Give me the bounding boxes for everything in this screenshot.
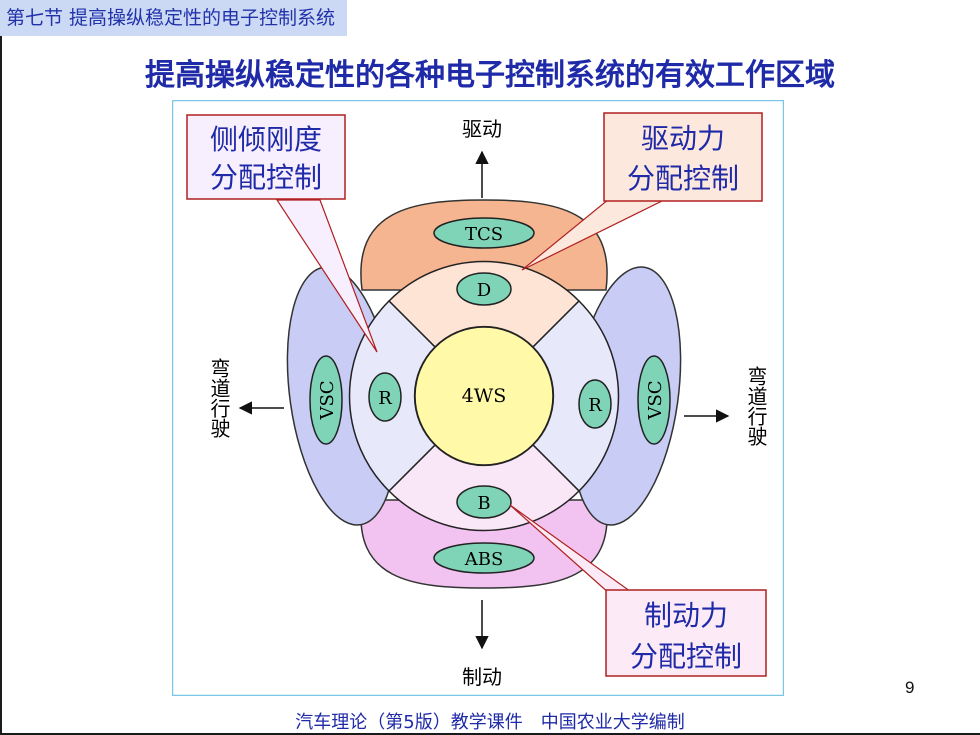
right-r-label: R (588, 395, 602, 416)
b-label: B (477, 493, 490, 514)
callout-brake-box (605, 589, 767, 677)
direction-drive: 驱动 (462, 117, 502, 141)
bottom-rule (0, 733, 980, 735)
tcs-label: TCS (465, 224, 503, 245)
left-r-label: R (378, 388, 392, 409)
right-r-ellipse (578, 379, 612, 429)
callout-roll-box (186, 114, 346, 200)
center-4ws-circle (414, 326, 554, 466)
callout-brake-line1: 制动力 (644, 599, 728, 632)
center-4ws-label: 4WS (462, 385, 507, 407)
left-rule (0, 36, 2, 735)
left-vsc-ellipse (309, 355, 343, 445)
callout-drive-line2: 分配控制 (627, 162, 739, 195)
slide-title: 提高操纵稳定性的各种电子控制系统的有效工作区域 (145, 58, 835, 93)
d-ellipse (456, 272, 512, 306)
callout-roll-line1: 侧倾刚度 (210, 123, 322, 156)
left-vsc-label: VSC (317, 380, 338, 420)
d-label: D (477, 280, 491, 301)
direction-cornering-right: 弯道行驶 (744, 366, 768, 446)
callout-drive-box (603, 112, 763, 202)
callout-drive-line1: 驱动力 (641, 122, 725, 155)
callout-brake-line2: 分配控制 (630, 640, 742, 673)
direction-brake: 制动 (462, 665, 502, 689)
page-number: 9 (905, 678, 915, 697)
left-r-ellipse (368, 372, 402, 422)
abs-label: ABS (464, 549, 504, 570)
tcs-ellipse (433, 217, 535, 249)
right-vsc-ellipse (637, 355, 671, 445)
footer-credit: 汽车理论（第5版）教学课件 中国农业大学编制 (295, 712, 685, 733)
b-ellipse (456, 485, 512, 519)
callout-roll-line2: 分配控制 (210, 161, 322, 194)
callout-roll-pointer (275, 199, 378, 353)
right-vsc-label: VSC (645, 380, 666, 420)
abs-ellipse (433, 542, 535, 574)
control-zone-diagram: 4WS TCS ABS VSC VSC D B R R 驱动 制动 弯道行驶 弯… (171, 99, 785, 697)
direction-cornering-left: 弯道行驶 (207, 358, 231, 438)
section-tag: 第七节 提高操纵稳定性的电子控制系统 (0, 0, 348, 36)
